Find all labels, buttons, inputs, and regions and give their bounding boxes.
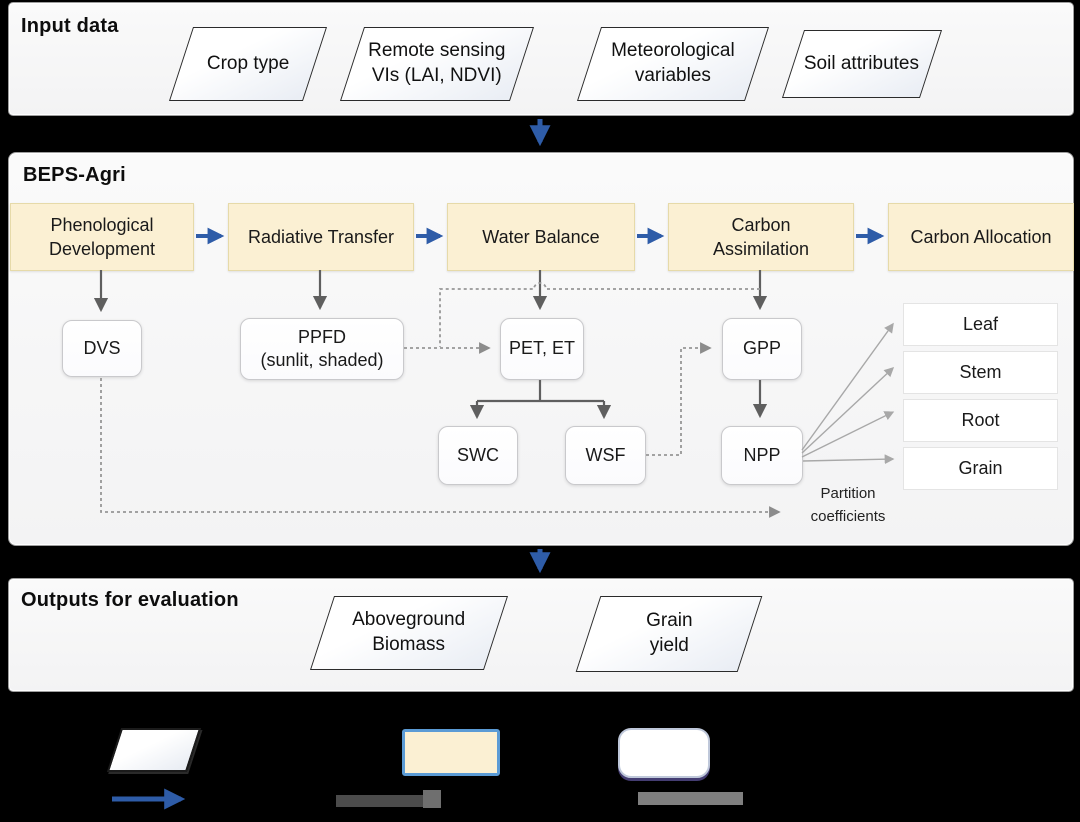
model-section-title: BEPS-Agri — [23, 164, 126, 186]
node-label: WSF — [585, 444, 626, 465]
grain-yield-label: Grain yield — [645, 610, 693, 656]
module-label: Phenological Development — [48, 214, 156, 259]
node-ppfd: PPFD (sunlit, shaded) — [240, 318, 404, 380]
legend-variable-shape — [618, 728, 710, 778]
node-label: PET, ET — [508, 338, 575, 359]
pool-label: Root — [961, 410, 1000, 430]
pool-leaf: Leaf — [903, 303, 1058, 346]
output-parallelogram-grain-yield: Grain yield — [575, 596, 763, 672]
remote-sensing-label: Remote sensing VIs (LAI, NDVI) — [368, 40, 506, 86]
node-pet-et: PET, ET — [500, 318, 584, 380]
meteorological-label: Meteorological variables — [611, 40, 735, 86]
module-water-balance: Water Balance — [447, 203, 635, 271]
module-label: Radiative Transfer — [247, 226, 395, 247]
legend-input-shape — [106, 728, 202, 772]
crop-type-label: Crop type — [206, 52, 290, 74]
output-parallelogram-aboveground-biomass: Aboveground Biomass — [309, 596, 509, 670]
node-label: NPP — [743, 444, 781, 465]
pool-label: Leaf — [962, 314, 999, 334]
pool-label: Stem — [959, 362, 1002, 382]
pool-stem: Stem — [903, 351, 1058, 394]
partition-coefficients-label: Partition coefficients — [810, 485, 886, 526]
node-label: PPFD (sunlit, shaded) — [260, 326, 384, 370]
pool-grain: Grain — [903, 447, 1058, 490]
input-parallelogram-soil-attributes: Soil attributes — [781, 30, 943, 98]
node-gpp: GPP — [722, 318, 802, 380]
node-npp: NPP — [721, 426, 803, 485]
input-parallelogram-remote-sensing: Remote sensing VIs (LAI, NDVI) — [339, 27, 535, 101]
input-parallelogram-meteorological: Meteorological variables — [576, 27, 770, 101]
input-parallelogram-crop-type: Crop type — [168, 27, 328, 101]
pool-root: Root — [903, 399, 1058, 442]
module-label: Water Balance — [482, 226, 600, 247]
node-label: SWC — [457, 444, 499, 465]
module-phenological-development: Phenological Development — [10, 203, 194, 271]
node-dvs: DVS — [62, 320, 142, 377]
outputs-panel: Outputs for evaluation — [8, 578, 1074, 692]
node-label: DVS — [83, 337, 121, 358]
node-swc: SWC — [438, 426, 518, 485]
aboveground-biomass-label: Aboveground Biomass — [352, 609, 466, 655]
node-label: GPP — [742, 338, 781, 359]
input-section-title: Input data — [21, 15, 119, 37]
module-radiative-transfer: Radiative Transfer — [228, 203, 414, 271]
node-wsf: WSF — [565, 426, 646, 485]
carbon-pools-list: Leaf Stem Root Grain — [903, 303, 1058, 490]
module-carbon-allocation: Carbon Allocation — [888, 203, 1074, 271]
output-section-title: Outputs for evaluation — [21, 589, 239, 611]
soil-attributes-label: Soil attributes — [804, 52, 920, 74]
module-carbon-assimilation: Carbon Assimilation — [668, 203, 854, 271]
pool-label: Grain — [958, 458, 1003, 478]
legend-module-shape — [402, 729, 500, 776]
module-label: Carbon Assimilation — [712, 214, 810, 259]
legend-arrow-samples — [112, 788, 743, 810]
module-label: Carbon Allocation — [910, 226, 1052, 247]
